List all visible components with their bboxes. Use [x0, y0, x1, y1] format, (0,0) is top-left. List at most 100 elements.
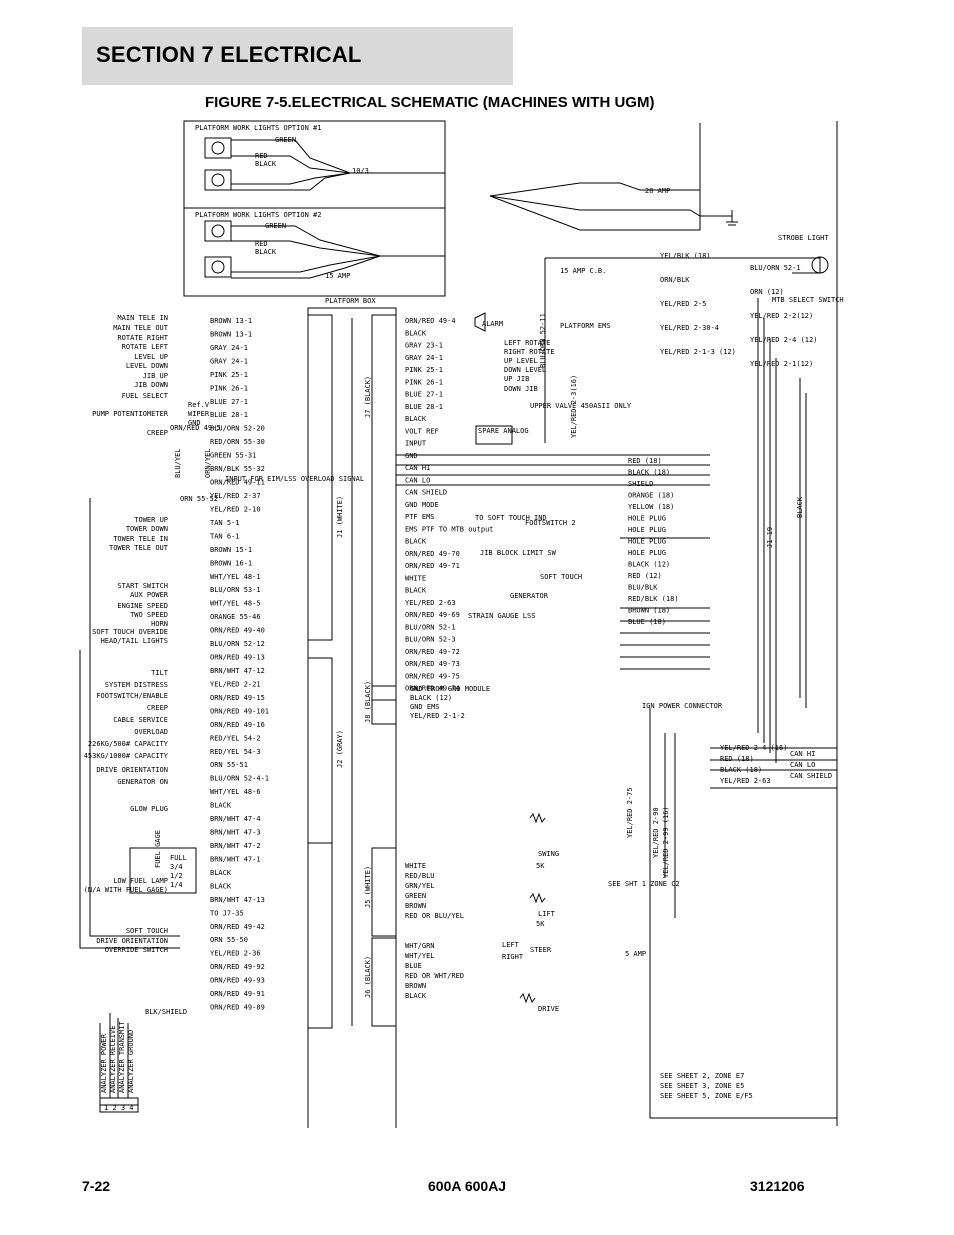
- right_wires-10: RED (12): [628, 572, 662, 580]
- lamp-icon-2: [204, 169, 232, 191]
- misc_labels-6: ORN/YEL: [204, 448, 212, 478]
- j8_wires-0: GND FROM GND MODULE: [410, 685, 490, 693]
- left_labels-13: TOWER TELE IN: [113, 535, 168, 543]
- left_labels-20: SOFT TOUCH OVERIDE: [92, 628, 168, 636]
- gauge_labels-0: FULL: [170, 854, 187, 862]
- right_wires-11: BLU/BLK: [628, 584, 658, 592]
- j7_wires-25: BLU/ORN 52-1: [405, 623, 456, 631]
- platform-ems-label: PLATFORM EMS: [560, 322, 611, 330]
- left_labels-15: START SWITCH: [117, 582, 168, 590]
- left_labels-17: ENGINE SPEED: [117, 602, 168, 610]
- j5_wires-4: BROWN: [405, 902, 426, 910]
- right_wires-2: SHIELD: [628, 480, 653, 488]
- left_labels-31: GENERATOR ON: [117, 778, 168, 786]
- ign-power-label: IGN POWER CONNECTOR: [642, 702, 723, 710]
- j7_wires-28: ORN/RED 49-73: [405, 660, 460, 668]
- left_wires-49: ORN/RED 49-93: [210, 977, 265, 985]
- top_wires-2: BLACK: [255, 160, 277, 168]
- spare-analog-box: [475, 425, 513, 445]
- right_wires-1: BLACK (18): [628, 469, 670, 477]
- left_wires-40: BRN/WHT 47-1: [210, 855, 261, 863]
- j7-connector: [371, 314, 397, 701]
- misc_labels-8: ORN/RED 49-5: [170, 424, 221, 432]
- left_wires-12: ORN/RED 49-11: [210, 479, 265, 487]
- analyzer_labels-2: ANALYZER TRANSMIT: [118, 1021, 126, 1093]
- misc_labels-3: YEL/RED 2-90: [652, 807, 660, 858]
- j6_wires-4: BROWN: [405, 982, 426, 990]
- left_wires-22: ORANGE 55-46: [210, 613, 261, 621]
- right_wires-15: YEL/RED 2-4 (16): [720, 744, 787, 752]
- misc_labels-10: BLACK: [796, 496, 804, 518]
- j1-connector-label: J1 (WHITE): [336, 496, 344, 538]
- input-note-label: INPUT FOR EIM/LSS OVERLOAD SIGNAL: [225, 475, 364, 483]
- right_wires-20: CAN LO: [790, 761, 815, 769]
- j7_wires-24: ORN/RED 49-69: [405, 611, 460, 619]
- misc_labels-1: YEL/RED 2-3(16): [570, 375, 578, 438]
- top_wires-1: RED: [255, 152, 268, 160]
- left_wires-5: PINK 26-1: [210, 384, 248, 392]
- left_wires-20: BLU/ORN 53-1: [210, 586, 261, 594]
- left_wires-8: BLU/ORN 52-20: [210, 425, 265, 433]
- left_wires-37: BRN/WHT 47-4: [210, 815, 261, 823]
- j7_wires-6: BLUE 27-1: [405, 391, 443, 399]
- j5_wires-2: GRN/YEL: [405, 882, 435, 890]
- top_wires-7: 15 AMP: [325, 272, 350, 280]
- lamp-icon-1: [204, 137, 232, 159]
- j5-connector: [371, 847, 397, 937]
- left_wires-39: BRN/WHT 47-2: [210, 842, 261, 850]
- left_wires-36: BLACK: [210, 802, 232, 810]
- figure-title: FIGURE 7-5.ELECTRICAL SCHEMATIC (MACHINE…: [205, 94, 655, 111]
- j7_wires-18: BLACK: [405, 538, 427, 546]
- left_labels-0: MAIN TELE IN: [117, 314, 168, 322]
- left_labels-4: LEVEL UP: [134, 353, 168, 361]
- j7_wires-11: GND: [405, 452, 418, 460]
- j7_wires-22: BLACK: [405, 587, 427, 595]
- ref_labels-1: WIPER: [188, 410, 210, 418]
- j6_labels-3: DRIVE: [538, 1005, 559, 1013]
- j2-connector: [307, 657, 333, 844]
- j7_wires-29: ORN/RED 49-75: [405, 672, 460, 680]
- left_labels-24: FOOTSWITCH/ENABLE: [96, 692, 168, 700]
- j7_wires-0: ORN/RED 49-4: [405, 317, 456, 325]
- j6_wires-0: WHT/GRN: [405, 942, 435, 950]
- j7_wires-20: ORN/RED 49-71: [405, 562, 460, 570]
- left_wires-28: ORN/RED 49-15: [210, 694, 265, 702]
- left_wires-50: ORN/RED 49-91: [210, 990, 265, 998]
- right_wires-5: HOLE PLUG: [628, 515, 666, 523]
- left_wires-27: YEL/RED 2-21: [210, 680, 261, 688]
- misc_labels-5: BLU/YEL: [174, 448, 182, 478]
- j7_wires-17: EMS PTF TO MTB output: [405, 525, 494, 533]
- swing-potentiometer-icon: [529, 812, 546, 824]
- j7_labels-3: UP LEVEL: [504, 357, 538, 365]
- j7_wires-27: ORN/RED 49-72: [405, 648, 460, 656]
- j7_wires-19: ORN/RED 49-70: [405, 550, 460, 558]
- j6_wires-2: BLUE: [405, 962, 422, 970]
- left_wires-17: BROWN 15-1: [210, 546, 252, 554]
- left_labels-22: TILT: [151, 669, 169, 677]
- left_labels-8: FUEL SELECT: [122, 392, 169, 400]
- right_wires-8: HOLE PLUG: [628, 549, 666, 557]
- right_wires-14: BLUE (18): [628, 618, 666, 626]
- left_labels-12: TOWER DOWN: [126, 525, 168, 533]
- left_wires-30: ORN/RED 49-16: [210, 721, 265, 729]
- left_labels-14: TOWER TELE OUT: [109, 544, 169, 552]
- left_labels-25: CREEP: [147, 704, 168, 712]
- j7_wires-9: VOLT REF: [405, 427, 439, 435]
- j7_labels-8: SPARE ANALOG: [478, 427, 529, 435]
- j5-connector-label: J5 (WHITE): [364, 866, 372, 908]
- right_wires-28: YEL/RED 2-30-4: [660, 324, 719, 332]
- gauge_labels-3: 1/4: [170, 881, 183, 889]
- right_wires-3: ORANGE (18): [628, 492, 674, 500]
- j7_wires-16: PTF EMS: [405, 513, 435, 521]
- left_labels-16: AUX POWER: [130, 591, 169, 599]
- j7_wires-14: CAN SHIELD: [405, 489, 447, 497]
- top_wires-0: GREEN: [275, 136, 296, 144]
- section-header-band: [82, 27, 513, 85]
- right_wires-19: CAN HI: [790, 750, 815, 758]
- left_labels-35: SOFT TOUCH: [126, 927, 168, 935]
- left_labels-34: (N/A WITH FUEL GAGE): [84, 886, 168, 894]
- section-title: SECTION 7 ELECTRICAL: [96, 42, 362, 67]
- j5_wires-3: GREEN: [405, 892, 426, 900]
- left_wires-15: TAN 5-1: [210, 519, 240, 527]
- left_wires-18: BROWN 16-1: [210, 559, 252, 567]
